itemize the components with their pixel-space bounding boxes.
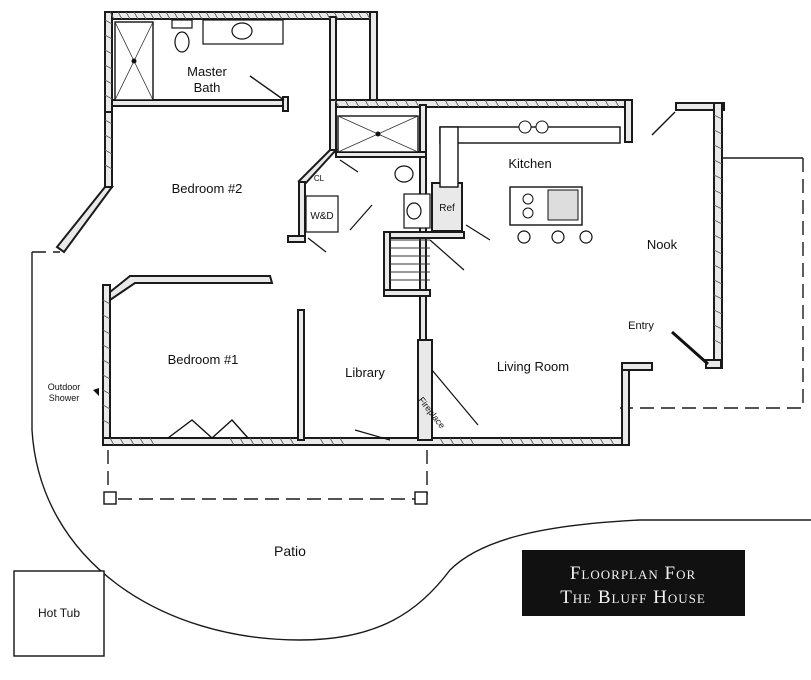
patio-post-right [414, 491, 428, 505]
patio-boundary [31, 157, 811, 641]
exterior-walls [55, 11, 725, 446]
kitchen-label: Kitchen [508, 156, 551, 171]
living-room-label: Living Room [497, 359, 569, 374]
outdoor-shower-label-2: Shower [49, 393, 80, 403]
title-line-2: The Bluff House [560, 587, 706, 608]
doors [93, 111, 709, 441]
hall-bath-fixtures [305, 115, 431, 253]
title-block [522, 550, 745, 616]
wd-label: W&D [310, 211, 333, 222]
hot-tub-label: Hot Tub [38, 606, 80, 620]
master-bath-label-1: Master [187, 64, 227, 79]
ref-label: Ref [439, 203, 455, 214]
library-label: Library [345, 365, 385, 380]
title-line-1: Floorplan For [570, 563, 696, 584]
bedroom2-label: Bedroom #2 [172, 181, 243, 196]
wall-hatching [102, 11, 723, 446]
master-bath-label-2: Bath [194, 80, 221, 95]
bedroom1-label: Bedroom #1 [168, 352, 239, 367]
nook-label: Nook [647, 237, 678, 252]
cl-label: CL [314, 174, 325, 183]
kitchen-fixtures [439, 120, 621, 244]
stairs [390, 239, 465, 281]
entry-label: Entry [628, 320, 654, 332]
hot-tub-box [13, 570, 105, 657]
master-bath-fixtures [114, 19, 285, 101]
patio-label: Patio [274, 543, 306, 559]
outdoor-shower-label-1: Outdoor [48, 382, 81, 392]
patio-post-left [103, 491, 117, 505]
interior-walls [111, 16, 465, 441]
